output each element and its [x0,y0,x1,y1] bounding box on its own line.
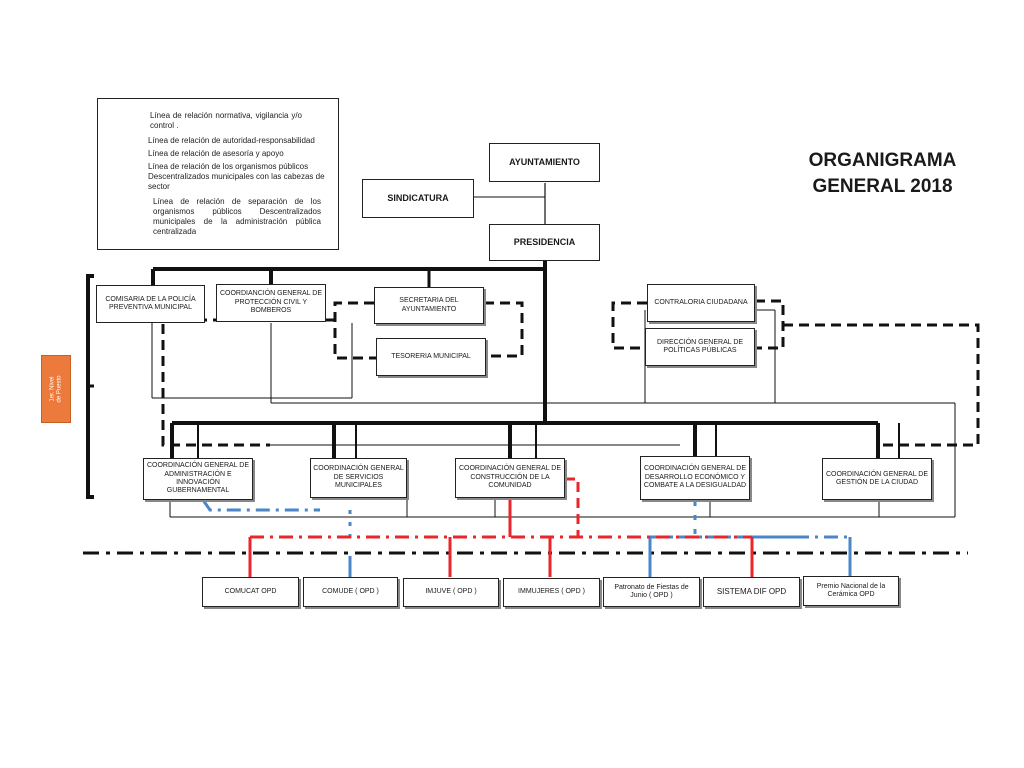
legend-authority-label: Línea de relación de autoridad-responsab… [148,136,315,145]
node-premio-ceramica[interactable]: Premio Nacional de la Cerámica OPD [803,576,899,606]
title-line-1: ORGANIGRAMA [808,150,957,171]
node-servicios-municipales[interactable]: COORDINACIÓN GENERAL DE SERVICIOS MUNICI… [310,458,407,498]
title-line-2: GENERAL 2018 [812,175,953,197]
legend-separation-label: Línea de relación de separación de los o… [153,197,321,236]
node-imjuve[interactable]: IMJUVE ( OPD ) [403,578,499,607]
node-patronato-fiestas[interactable]: Patronato de Fiestas de Junio ( OPD ) [603,577,700,607]
node-construccion-comunidad[interactable]: COORDINACIÓN GENERAL DE CONSTRUCCIÓN DE … [455,458,565,498]
page-title: ORGANIGRAMA GENERAL 2018 [790,148,975,199]
node-proteccion-civil[interactable]: COORDIANCIÓN GENERAL DE PROTECCIÓN CIVIL… [216,284,326,322]
node-secretaria-ayuntamiento[interactable]: SECRETARIA DEL AYUNTAMIENTO [374,287,484,324]
node-sistema-dif[interactable]: SISTEMA DIF OPD [703,577,800,607]
node-tesoreria[interactable]: TESORERIA MUNICIPAL [376,338,486,376]
legend-decentralized-label: Línea de relación de los organismos públ… [148,162,325,191]
node-comude[interactable]: COMUDE ( OPD ) [303,577,398,607]
node-administracion[interactable]: COORDINACIÓN GENERAL DE ADMINISTRACIÓN E… [143,458,253,500]
legend-normative-label: Línea de relación normativa, vigilancia … [150,111,302,130]
node-immujeres[interactable]: IMMUJERES ( OPD ) [503,578,600,607]
legend: Línea de relación normativa, vigilancia … [97,98,339,250]
node-contraloria[interactable]: CONTRALORIA CIUDADANA [647,284,755,322]
node-politicas-publicas[interactable]: DIRECCIÓN GENERAL DE POLÍTICAS PÚBLICAS [645,328,755,366]
level-tag-line-1: 1er. Nivel [49,376,56,402]
node-ayuntamiento[interactable]: AYUNTAMIENTO [489,143,600,182]
legend-advisory-label: Línea de relación de asesoría y apoyo [148,149,284,158]
node-presidencia[interactable]: PRESIDENCIA [489,224,600,261]
level-tag-line-2: de Puesto [56,375,62,403]
node-comucat[interactable]: COMUCAT OPD [202,577,299,607]
node-desarrollo-economico[interactable]: COORDINACIÓN GENERAL DE DESARROLLO ECONÓ… [640,456,750,500]
node-sindicatura[interactable]: SINDICATURA [362,179,474,218]
node-gestion-ciudad[interactable]: COORDINACIÓN GENERAL DE GESTIÓN DE LA CI… [822,458,932,500]
node-comisaria-policia[interactable]: COMISARIA DE LA POLICÍA PREVENTIVA MUNIC… [96,285,205,323]
